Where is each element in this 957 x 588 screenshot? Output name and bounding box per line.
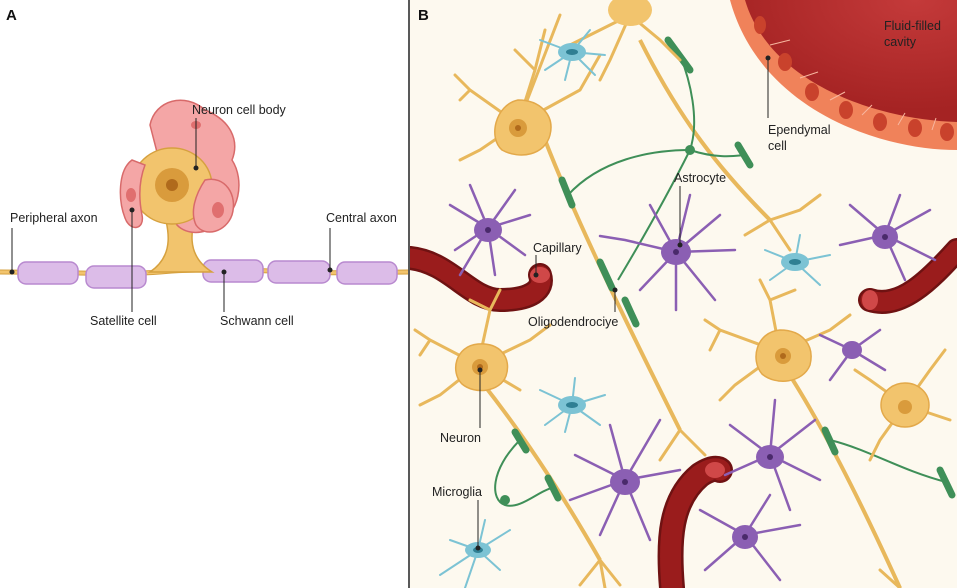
microglia xyxy=(439,29,831,588)
label-capillary: Capillary xyxy=(533,241,582,255)
myelin-sheaths xyxy=(511,36,956,502)
label-microglia: Microglia xyxy=(432,485,482,499)
panel-label-b: B xyxy=(418,7,429,24)
fluid-filled-cavity xyxy=(730,0,957,150)
label-ependymal-line1: Ependymal xyxy=(768,123,831,137)
label-astrocyte: Astrocyte xyxy=(674,171,726,185)
panel-b: Fluid-filled cavity Ependymal cell Astro… xyxy=(410,0,957,588)
label-schwann-cell: Schwann cell xyxy=(220,314,294,328)
label-ependymal-line2: cell xyxy=(768,139,787,153)
label-fluid-filled-cavity-line2: cavity xyxy=(884,35,917,49)
schwann-cells xyxy=(17,259,398,289)
oligodendrocyte-processes xyxy=(494,54,947,507)
astrocytes xyxy=(448,183,937,582)
label-satellite-cell: Satellite cell xyxy=(90,314,157,328)
panel-label-a: A xyxy=(6,7,17,24)
label-oligodendrocyte: Oligodendrociye xyxy=(528,315,618,329)
label-fluid-filled-cavity-line1: Fluid-filled xyxy=(884,19,941,33)
label-central-axon: Central axon xyxy=(326,211,397,225)
panel-a: A Neuron cell body Peripheral axon Centr… xyxy=(0,0,409,588)
label-neuron: Neuron xyxy=(440,431,481,445)
label-peripheral-axon: Peripheral axon xyxy=(10,211,98,225)
label-neuron-cell-body: Neuron cell body xyxy=(192,103,287,117)
neurons xyxy=(413,0,952,588)
